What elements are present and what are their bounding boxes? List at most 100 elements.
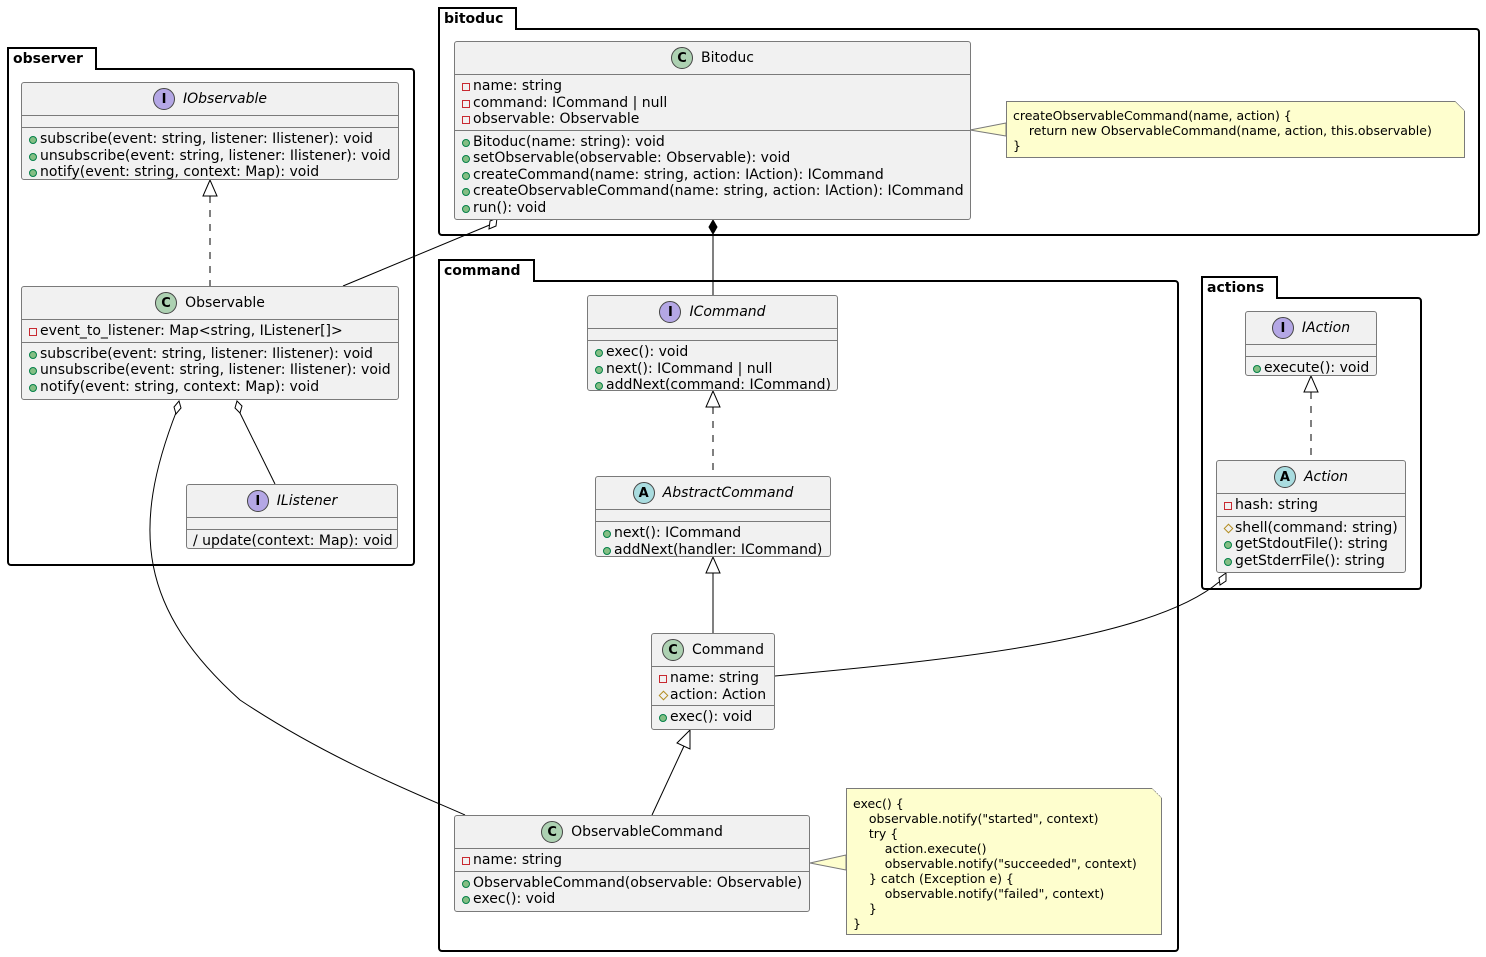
class-field: name: string bbox=[652, 670, 774, 687]
class-method: exec(): void bbox=[588, 344, 837, 361]
member-text: getStderrFile(): string bbox=[1235, 552, 1385, 569]
class-name: IAction bbox=[1301, 320, 1351, 336]
composition-bitoduc-icommand bbox=[708, 218, 718, 295]
visibility-icon bbox=[1223, 520, 1235, 536]
aggregation-action-command bbox=[774, 572, 1227, 677]
class-method: setObservable(observable: Observable): v… bbox=[455, 150, 970, 167]
visibility-icon bbox=[461, 167, 473, 183]
realization-iaction-action bbox=[1303, 374, 1319, 460]
note-exec-implementation: exec() { observable.notify("started", co… bbox=[846, 788, 1162, 935]
visibility-icon bbox=[461, 852, 473, 868]
member-text: shell(command: string) bbox=[1235, 519, 1398, 536]
visibility-icon bbox=[28, 164, 40, 179]
class-field: action: Action bbox=[652, 687, 774, 704]
note-line: observable.notify("succeeded", context) bbox=[853, 856, 1137, 871]
class-method: createCommand(name: string, action: IAct… bbox=[455, 167, 970, 184]
class-fields bbox=[187, 518, 397, 530]
note-line: observable.notify("started", context) bbox=[853, 811, 1099, 826]
class-method: getStderrFile(): string bbox=[1217, 553, 1405, 570]
note-line: } bbox=[853, 901, 877, 916]
interface-stereotype-icon: I bbox=[1271, 317, 1294, 339]
member-text: name: string bbox=[670, 670, 760, 686]
visibility-icon bbox=[658, 670, 670, 686]
class-name: ObservableCommand bbox=[571, 824, 723, 840]
interface-stereotype-icon: I bbox=[246, 490, 269, 512]
class-method: run(): void bbox=[455, 200, 970, 217]
member-text: event_to_listener: Map<string, IListener… bbox=[40, 323, 343, 339]
member-text: notify(event: string, context: Map): voi… bbox=[40, 164, 320, 180]
visibility-icon bbox=[461, 200, 473, 216]
visibility-icon bbox=[461, 134, 473, 150]
class-stereotype-icon: C bbox=[155, 292, 178, 314]
class-iaction: I IAction execute(): void bbox=[1245, 311, 1377, 376]
visibility-icon bbox=[461, 111, 473, 127]
member-text: name: string bbox=[473, 852, 563, 868]
note-line: } bbox=[1013, 138, 1021, 153]
member-text: unsubscribe(event: string, listener: Ili… bbox=[40, 147, 391, 164]
class-methods: / update(context: Map): void bbox=[187, 530, 397, 548]
class-name: AbstractCommand bbox=[662, 485, 794, 501]
member-text: createObservableCommand(name: string, ac… bbox=[473, 183, 964, 199]
class-stereotype-icon: C bbox=[541, 821, 564, 843]
class-iobservable: I IObservable subscribe(event: string, lis… bbox=[21, 82, 399, 180]
visibility-icon bbox=[1223, 497, 1235, 513]
class-methods: ObservableCommand(observable: Observable… bbox=[455, 872, 809, 910]
package-observer-label: observer bbox=[7, 47, 97, 70]
visibility-icon bbox=[461, 78, 473, 94]
class-field: command: ICommand | null bbox=[455, 95, 970, 112]
class-method: subscribe(event: string, listener: Ilist… bbox=[22, 346, 398, 363]
member-text: exec(): void bbox=[670, 709, 753, 725]
class-method: addNext(command: ICommand) bbox=[588, 377, 837, 390]
class-name: Command bbox=[692, 642, 764, 658]
member-text: name: string bbox=[473, 78, 563, 94]
class-method: ObservableCommand(observable: Observable… bbox=[455, 875, 809, 892]
member-text: ObservableCommand(observable: Observable… bbox=[473, 874, 803, 891]
visibility-icon bbox=[28, 323, 40, 339]
class-fields: event_to_listener: Map<string, IListener… bbox=[22, 320, 398, 343]
class-method: addNext(handler: ICommand) bbox=[596, 542, 830, 556]
package-bitoduc: bitoduc bbox=[438, 7, 1480, 236]
class-name: ICommand bbox=[689, 304, 766, 320]
visibility-icon bbox=[461, 183, 473, 199]
visibility-icon bbox=[28, 346, 40, 362]
interface-stereotype-icon: I bbox=[153, 88, 176, 110]
member-text: command: ICommand | null bbox=[473, 94, 668, 111]
member-text: Bitoduc(name: string): void bbox=[473, 133, 665, 150]
class-method: exec(): void bbox=[652, 709, 774, 726]
inheritance-command-observablecommand bbox=[651, 728, 691, 816]
class-stereotype-icon: C bbox=[662, 639, 685, 661]
class-methods: subscribe(event: string, listener: Ilist… bbox=[22, 128, 398, 180]
class-name: Bitoduc bbox=[700, 50, 754, 66]
member-text: notify(event: string, context: Map): voi… bbox=[40, 378, 320, 395]
note-line: return new ObservableCommand(name, actio… bbox=[1013, 123, 1432, 138]
class-name: IObservable bbox=[183, 91, 267, 107]
class-fields: hash: string bbox=[1217, 494, 1405, 517]
class-method: unsubscribe(event: string, listener: Ili… bbox=[22, 362, 398, 379]
class-methods: exec(): void bbox=[652, 706, 774, 728]
class-method: Bitoduc(name: string): void bbox=[455, 134, 970, 151]
class-methods: execute(): void bbox=[1246, 357, 1376, 375]
class-fields: name: string bbox=[455, 849, 809, 872]
member-text: setObservable(observable: Observable): v… bbox=[473, 150, 791, 166]
aggregation-observable-observablecommand bbox=[149, 399, 466, 816]
visibility-icon bbox=[461, 95, 473, 111]
member-text: action: Action bbox=[670, 686, 767, 703]
visibility-icon bbox=[602, 525, 614, 541]
member-text: run(): void bbox=[473, 199, 547, 216]
visibility-icon bbox=[461, 891, 473, 907]
note-line: observable.notify("failed", context) bbox=[853, 886, 1105, 901]
visibility-icon bbox=[28, 148, 40, 164]
class-method: notify(event: string, context: Map): voi… bbox=[22, 164, 398, 180]
